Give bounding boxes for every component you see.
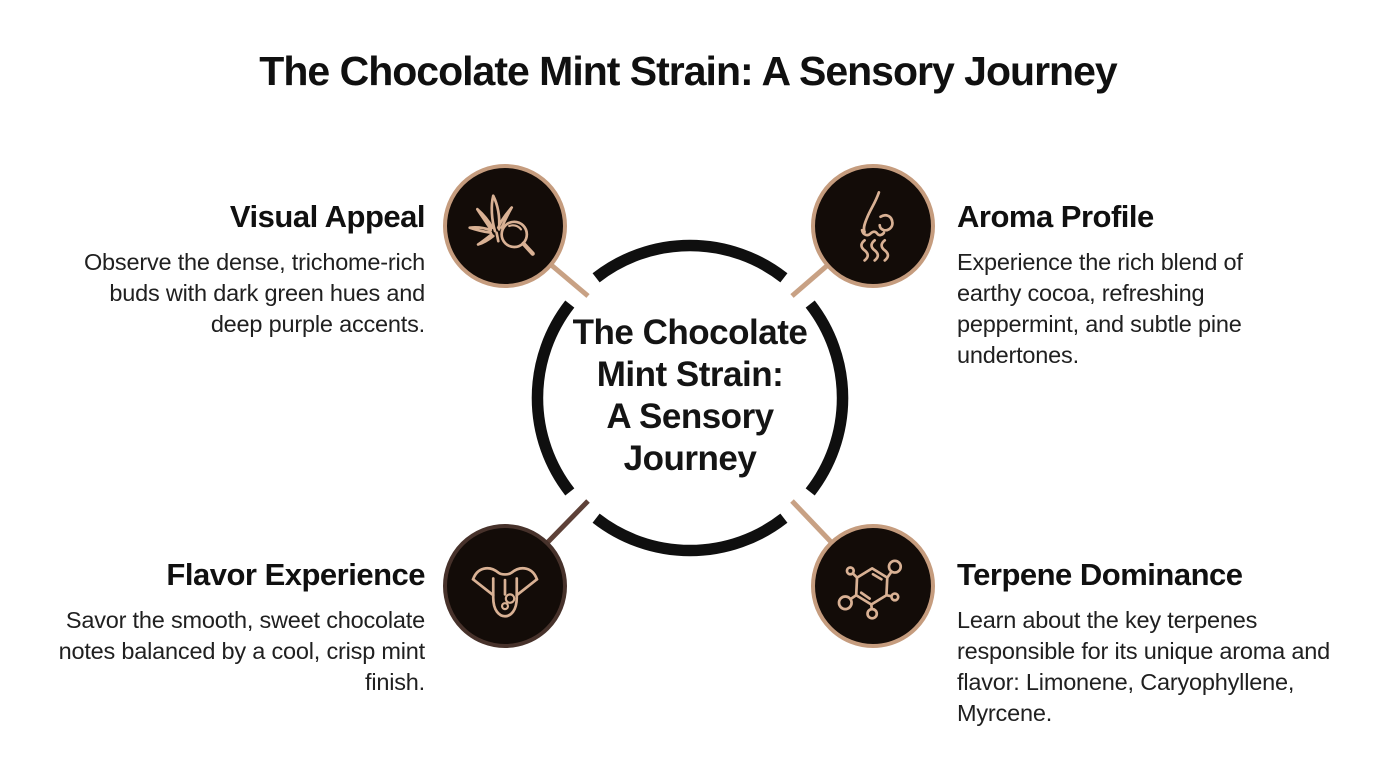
center-circle-label: The Chocolate Mint Strain: A Sensory Jou… [530, 312, 850, 480]
center-label-line: A Sensory [606, 397, 774, 436]
cannabis-leaf-magnifier-icon [468, 194, 535, 256]
terpene-dominance-block: Terpene Dominance Learn about the key te… [957, 558, 1355, 729]
flavor-experience-block: Flavor Experience Savor the smooth, swee… [53, 557, 426, 698]
node-circle-visual-appeal [443, 164, 567, 288]
aroma-profile-description: Experience the rich blend of earthy coco… [957, 249, 1243, 368]
flavor-experience-description: Savor the smooth, sweet chocolate notes … [58, 607, 426, 695]
terpene-molecule-icon [837, 559, 903, 620]
center-ring [531, 239, 849, 557]
center-label-line: Journey [623, 439, 757, 478]
terpene-dominance-title: Terpene Dominance [957, 557, 1243, 592]
nose-scent-icon [860, 191, 894, 262]
visual-appeal-description: Observe the dense, trichome-rich buds wi… [83, 249, 425, 337]
mouth-tongue-icon [471, 566, 539, 618]
ring-arc-bottom [592, 513, 788, 557]
page-title: The Chocolate Mint Strain: A Sensory Jou… [259, 48, 1117, 94]
node-circle-aroma-profile [811, 164, 935, 288]
terpene-dominance-description: Learn about the key terpenes responsible… [957, 607, 1330, 726]
node-circle-flavor-experience [443, 524, 567, 648]
visual-appeal-title: Visual Appeal [229, 199, 426, 234]
flavor-experience-title: Flavor Experience [166, 557, 425, 592]
node-circle-terpene-dominance [811, 524, 935, 648]
ring-arc-top [592, 239, 788, 283]
center-label-line: The Chocolate [572, 313, 808, 352]
aroma-profile-title: Aroma Profile [957, 199, 1154, 234]
ring-arc-left [531, 300, 575, 496]
visual-appeal-block: Visual Appeal Observe the dense, trichom… [53, 199, 426, 340]
aroma-profile-block: Aroma Profile Experience the rich blend … [957, 200, 1303, 371]
center-label-line: Mint Strain: [596, 355, 784, 394]
ring-arc-right [805, 300, 849, 496]
